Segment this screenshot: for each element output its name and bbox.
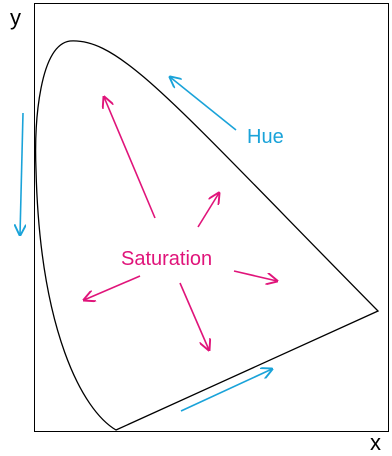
saturation-arrow-down bbox=[179, 282, 209, 350]
hue-arrow-left bbox=[20, 112, 23, 235]
saturation-arrow-down-left bbox=[84, 275, 141, 300]
spectral-locus-curve bbox=[35, 40, 380, 431]
hue-label: Hue bbox=[247, 126, 284, 148]
saturation-arrow-right bbox=[233, 270, 277, 281]
hue-arrow-bottom bbox=[180, 369, 272, 412]
y-axis-label: y bbox=[10, 5, 21, 30]
saturation-label: Saturation bbox=[121, 248, 212, 270]
plot-frame bbox=[34, 3, 389, 432]
x-axis-label: x bbox=[370, 430, 381, 455]
hue-arrow-top bbox=[170, 77, 237, 131]
saturation-arrow-up-left bbox=[104, 97, 156, 219]
saturation-arrow-up-right bbox=[197, 193, 219, 228]
